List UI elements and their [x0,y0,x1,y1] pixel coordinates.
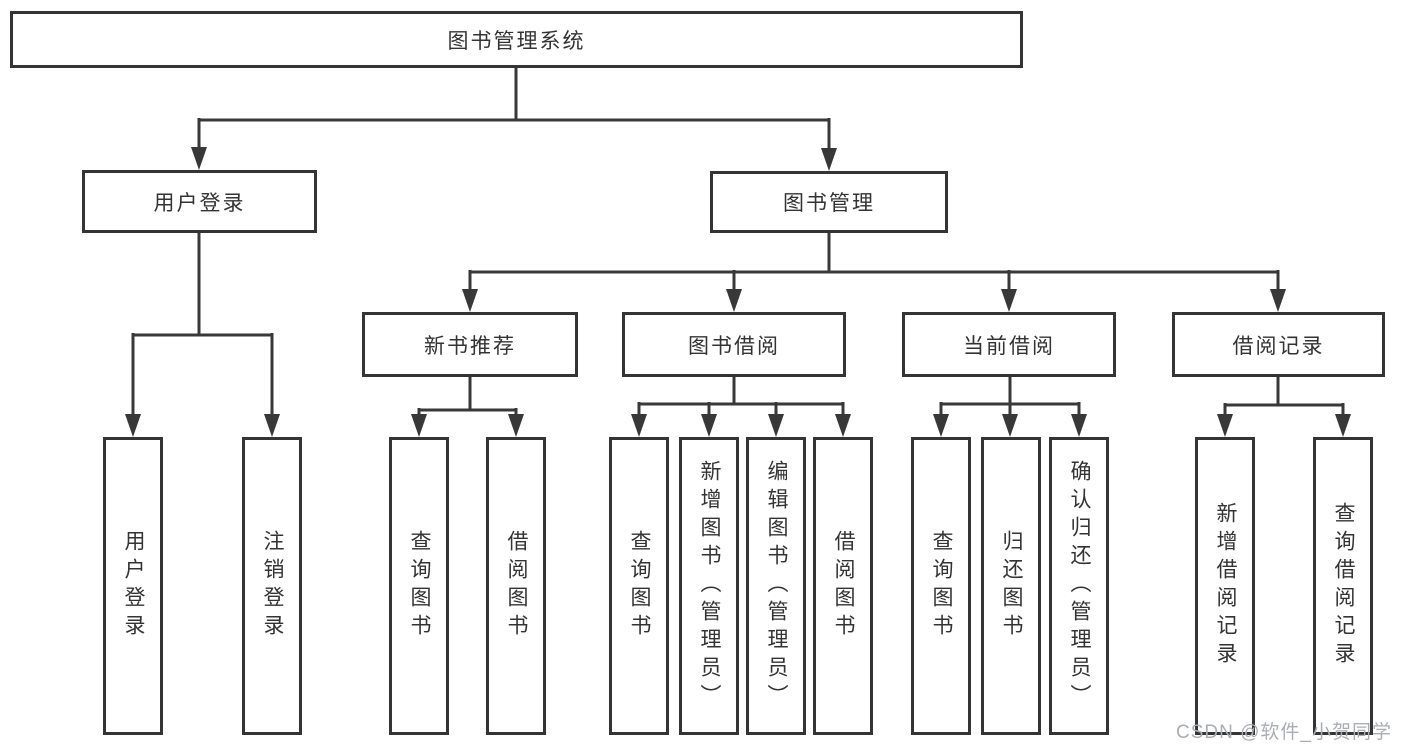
arrowhead [821,148,837,171]
node-book-borrow: 图书借阅 [622,312,846,377]
arrowhead [462,289,478,312]
node-new-book-recommend: 新书推荐 [362,312,578,377]
node-label: 用户登录 [153,191,246,215]
leaf-borrow-book-1: 借阅图书 [486,437,546,735]
node-user-login: 用户登录 [82,170,317,233]
arrowhead [125,414,141,437]
node-label: 图书管理 [783,192,875,215]
arrowhead [1217,414,1233,437]
arrowhead [1002,414,1018,437]
connector-user-login-to-leaves [125,233,280,437]
connector-root-to-level2 [191,68,837,171]
node-label: 确认归还（管理员） [1068,460,1091,712]
leaf-return-book: 归还图书 [981,437,1041,735]
leaf-query-book-2: 查询图书 [609,437,669,735]
leaf-confirm-return-admin: 确认归还（管理员） [1049,437,1109,735]
leaf-query-book-3: 查询图书 [911,437,971,735]
node-library-management-system: 图书管理系统 [10,11,1023,68]
leaf-borrow-book-2: 借阅图书 [813,437,873,735]
leaf-add-borrow-record: 新增借阅记录 [1195,437,1255,735]
arrowhead [933,414,949,437]
connector-borrow-record-to-leaves [1217,377,1351,437]
node-current-borrow: 当前借阅 [902,312,1116,377]
leaf-logout: 注销登录 [242,437,302,735]
arrowhead [1335,414,1351,437]
arrowhead [631,414,647,437]
node-label: 用户登录 [122,530,145,642]
arrowhead [1001,289,1017,312]
node-borrow-record: 借阅记录 [1172,312,1385,377]
arrowhead [701,414,717,437]
arrowhead [508,414,524,437]
node-book-management: 图书管理 [710,171,948,233]
node-label: 查询图书 [408,530,431,642]
node-label: 归还图书 [1000,530,1023,642]
node-label: 新增借阅记录 [1214,502,1237,670]
node-label: 借阅图书 [832,530,855,642]
leaf-query-book-1: 查询图书 [389,437,449,735]
arrowhead [835,414,851,437]
node-label: 借阅记录 [1232,334,1325,358]
connector-book-management-to-level3 [462,233,1286,312]
leaf-user-login: 用户登录 [103,437,163,735]
arrowhead [1071,414,1087,437]
node-label: 借阅图书 [505,530,528,642]
arrowhead [768,414,784,437]
arrowhead [726,289,742,312]
node-label: 当前借阅 [963,334,1055,358]
node-label: 新增图书（管理员） [698,460,721,712]
node-label: 新书推荐 [424,334,516,358]
arrowhead [1270,289,1286,312]
node-label: 查询借阅记录 [1332,502,1355,670]
leaf-query-borrow-record: 查询借阅记录 [1313,437,1373,735]
leaf-add-book-admin: 新增图书（管理员） [679,437,739,735]
node-label: 图书管理系统 [447,29,586,53]
node-label: 编辑图书（管理员） [765,460,788,712]
node-label: 查询图书 [930,530,953,642]
leaf-edit-book-admin: 编辑图书（管理员） [746,437,806,735]
connector-current-borrow-to-leaves [933,377,1087,437]
connector-new-book-to-leaves [411,377,524,437]
arrowhead [264,414,280,437]
arrowhead [191,147,207,170]
connector-book-borrow-to-leaves [631,377,851,437]
node-label: 查询图书 [628,530,651,642]
node-label: 注销登录 [261,530,284,642]
arrowhead [411,414,427,437]
node-label: 图书借阅 [688,334,780,358]
csdn-watermark: CSDN @软件_小贺同学 [1176,722,1392,743]
